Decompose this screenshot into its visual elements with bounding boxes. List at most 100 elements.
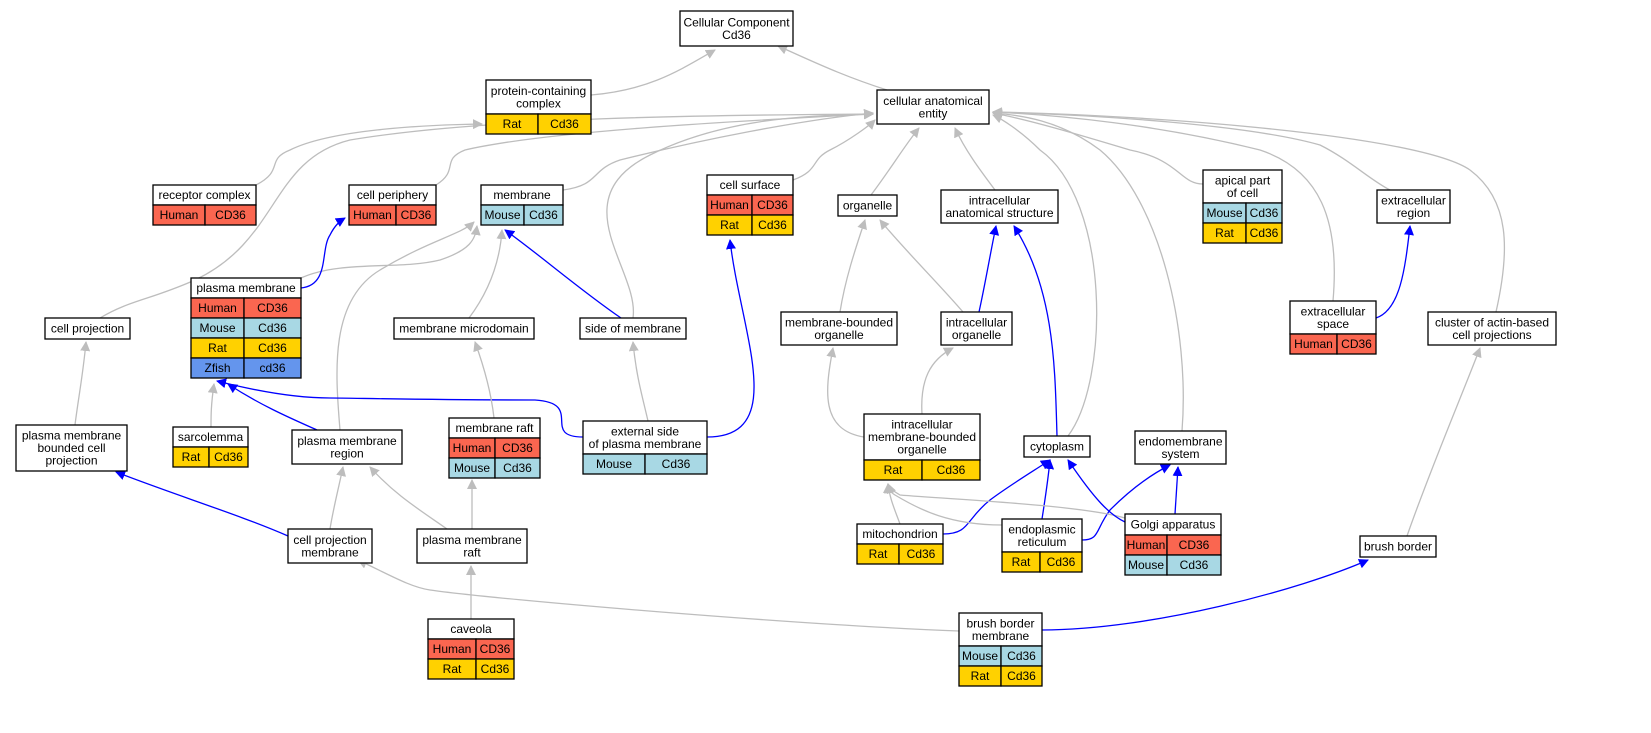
species-label: Mouse: [199, 321, 235, 335]
node-imbo[interactable]: intracellularmembrane-boundedorganelleRa…: [863, 413, 981, 481]
node-box: [1134, 430, 1227, 465]
edge-espm-to-pm: [216, 378, 584, 438]
species-label: Human: [710, 198, 749, 212]
edge-cproj-to-cae: [99, 109, 874, 319]
edge-io-to-org: [879, 219, 964, 313]
node-som[interactable]: side of membrane: [579, 317, 687, 340]
gene-cell: [395, 204, 437, 226]
node-box: [1289, 300, 1377, 335]
node-org[interactable]: organelle: [837, 194, 898, 217]
node-box: [837, 194, 898, 217]
node-label: caveola: [450, 622, 492, 636]
node-cproj[interactable]: cell projection: [44, 317, 131, 340]
node-label: organelle: [843, 199, 893, 213]
node-label: protein-containing: [491, 84, 586, 98]
species-label: Rat: [884, 463, 903, 477]
edge-pcc-to-cc: [590, 49, 716, 96]
gene-label: Cd36: [1250, 206, 1279, 220]
node-label: cell projection: [293, 533, 366, 547]
node-box: [416, 528, 528, 564]
node-box: [1202, 169, 1283, 204]
node-box: [485, 79, 592, 115]
gene-label: CD36: [401, 208, 432, 222]
node-bb[interactable]: brush border: [1359, 535, 1437, 558]
node-box: [291, 429, 403, 465]
node-label: cytoplasm: [1030, 440, 1084, 454]
node-label: side of membrane: [585, 322, 681, 336]
gene-label: cd36: [259, 361, 285, 375]
node-label: region: [1397, 206, 1430, 220]
gene-label: CD36: [757, 198, 788, 212]
edge-pmraft-to-pmr: [369, 466, 448, 530]
species-label: Rat: [869, 547, 888, 561]
gene-cell: [1039, 551, 1083, 573]
node-label: cell projection: [51, 322, 124, 336]
node-label: of cell: [1227, 186, 1258, 200]
gene-label: CD36: [215, 208, 246, 222]
node-label: endomembrane: [1138, 434, 1222, 448]
node-label: membrane: [972, 629, 1030, 643]
node-mmd[interactable]: membrane microdomain: [393, 317, 535, 340]
node-label: apical part: [1215, 173, 1271, 187]
edge-som-to-cae: [606, 109, 874, 319]
gene-label: Cd36: [907, 547, 936, 561]
edge-org-to-cae: [870, 127, 920, 196]
node-label: space: [1317, 317, 1349, 331]
species-label: Rat: [1012, 555, 1031, 569]
node-cyto[interactable]: cytoplasm: [1023, 435, 1091, 458]
node-label: cell surface: [720, 178, 781, 192]
node-label: membrane-bounded: [785, 315, 893, 329]
node-box: [679, 10, 794, 47]
edge-ias-to-cae: [954, 127, 996, 191]
species-label: Rat: [182, 450, 201, 464]
gene-cell: [751, 214, 794, 236]
node-label: cellular anatomical: [883, 94, 982, 108]
node-label: system: [1161, 447, 1199, 461]
gene-label: CD36: [480, 642, 511, 656]
species-label: Human: [453, 441, 492, 455]
node-label: membrane-bounded: [868, 430, 976, 444]
edge-mito-to-cyto: [942, 459, 1051, 535]
gene-cell: [208, 446, 249, 468]
species-label: Rat: [971, 669, 990, 683]
gene-label: Cd36: [937, 463, 966, 477]
node-box: [579, 317, 687, 340]
gene-cell: [537, 113, 592, 135]
species-label: Human: [1294, 337, 1333, 351]
gene-label: Cd36: [214, 450, 243, 464]
